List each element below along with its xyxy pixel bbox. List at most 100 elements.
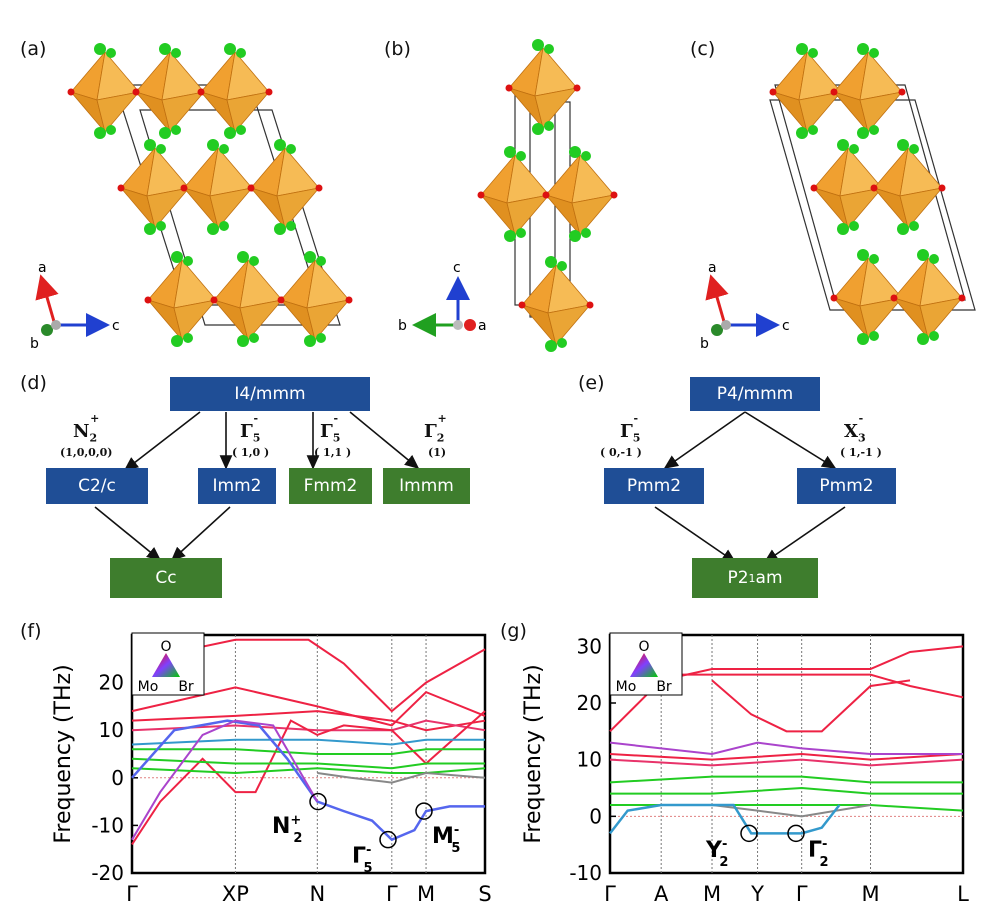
o-atom: [958, 294, 966, 302]
br-atom: [171, 48, 181, 58]
br-atom: [909, 221, 919, 231]
ytick-label: -10: [569, 861, 602, 885]
o-atom: [890, 294, 898, 302]
tree-d-irrep-3: Γ5-: [320, 412, 341, 445]
br-atom: [237, 335, 249, 347]
br-atom: [545, 340, 557, 352]
br-atom: [237, 251, 249, 263]
br-atom: [557, 261, 567, 271]
axis-label-a-right: c: [112, 318, 120, 334]
band-line: [711, 679, 911, 733]
br-atom: [796, 43, 808, 55]
axis-label-b-up: c: [453, 260, 461, 276]
band-line: [131, 757, 485, 770]
xtick-label: Γ: [126, 882, 138, 906]
panel-label-d: (d): [20, 372, 47, 394]
o-atom: [769, 88, 777, 96]
br-atom: [569, 146, 581, 158]
br-atom: [897, 139, 909, 151]
band-line: [131, 710, 486, 845]
br-atom: [156, 144, 166, 154]
br-atom: [171, 251, 183, 263]
octahedron: [247, 139, 323, 235]
br-atom: [159, 43, 171, 55]
br-atom: [849, 221, 859, 231]
xtick-label: S: [478, 882, 491, 906]
panel-label-a: (a): [20, 38, 47, 60]
legend-label-left: Mo: [616, 679, 637, 695]
plot-frame: [130, 633, 487, 875]
br-atom: [849, 144, 859, 154]
br-atom: [857, 127, 869, 139]
br-atom: [249, 333, 259, 343]
o-atom: [477, 191, 485, 199]
panel-label-g: (g): [500, 620, 527, 642]
axis-label-b-point: a: [478, 318, 487, 334]
legend-label-left: Mo: [138, 679, 159, 695]
octahedron: [518, 256, 594, 352]
octahedron: [477, 146, 553, 242]
xtick-label: M: [703, 882, 721, 906]
o-atom: [265, 88, 273, 96]
legend-label-right: Br: [656, 679, 672, 695]
ytick-label: 20: [577, 691, 602, 715]
br-atom: [236, 125, 246, 135]
o-atom: [518, 301, 526, 309]
axis-label-b-left: b: [398, 318, 407, 334]
o-atom: [810, 184, 818, 192]
octahedron: [505, 39, 581, 135]
o-atom: [210, 296, 218, 304]
band-line: [131, 767, 486, 775]
o-atom: [938, 184, 946, 192]
axis-label-a-up: a: [38, 260, 47, 276]
tree-d-child-2: Imm2: [198, 468, 276, 504]
octahedron: [542, 146, 618, 242]
o-atom: [180, 184, 188, 192]
band-line: [131, 719, 485, 842]
o-atom: [505, 84, 513, 92]
axis-label-c-up: a: [708, 260, 717, 276]
br-atom: [897, 223, 909, 235]
tree-e-irrep-2: X3-: [844, 412, 866, 445]
br-atom: [304, 335, 316, 347]
ytick-label: 20: [99, 671, 124, 695]
br-atom: [857, 43, 869, 55]
octahedron: [132, 43, 208, 139]
o-atom: [315, 184, 323, 192]
br-atom: [545, 256, 557, 268]
panel-label-b: (b): [384, 38, 411, 60]
legend-label-top: O: [638, 639, 649, 655]
br-atom: [286, 144, 296, 154]
ytick-label: -20: [91, 861, 124, 885]
octahedron: [890, 249, 966, 345]
br-atom: [796, 127, 808, 139]
axis-triad-a: a c b: [30, 260, 120, 352]
br-atom: [316, 333, 326, 343]
axis-label-c-right: c: [782, 318, 790, 334]
octahedron: [870, 139, 946, 235]
o-atom: [898, 88, 906, 96]
br-atom: [869, 125, 879, 135]
o-atom: [573, 84, 581, 92]
xtick-label: M: [417, 882, 435, 906]
xtick-label: A: [654, 882, 669, 906]
o-atom: [870, 184, 878, 192]
annotation-circle: [740, 824, 758, 843]
o-atom: [247, 184, 255, 192]
br-atom: [224, 43, 236, 55]
band-line: [131, 719, 486, 732]
br-atom: [219, 144, 229, 154]
br-atom: [917, 249, 929, 261]
axis-triad-b: c b a: [398, 260, 487, 337]
legend-label-right: Br: [178, 679, 194, 695]
br-atom: [106, 48, 116, 58]
tree-d-irrep-2: Γ5-: [240, 412, 261, 445]
band-line: [317, 772, 486, 784]
o-atom: [117, 184, 125, 192]
o-atom: [830, 88, 838, 96]
br-atom: [917, 333, 929, 345]
axis-label-a-diag: b: [30, 336, 39, 352]
br-atom: [171, 125, 181, 135]
